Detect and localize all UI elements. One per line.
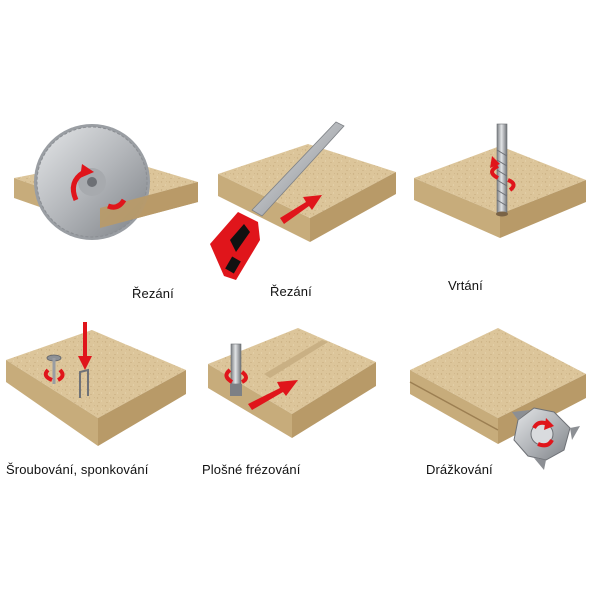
panel-drilling: Vrtání — [400, 100, 600, 300]
rotation-arrow-icon — [532, 418, 554, 448]
direction-arrow-icon — [248, 380, 298, 410]
caption-screwing-stapling: Šroubování, sponkování — [6, 462, 149, 477]
panel-saw-cutting: Řezání — [0, 100, 200, 301]
caption-surface-milling: Plošné frézování — [202, 462, 301, 477]
panel-screwing-stapling: Šroubování, sponkování — [0, 300, 200, 500]
rotation-arrow-icon — [224, 368, 248, 384]
panel-handsaw-cutting: Řezání — [200, 100, 400, 300]
circular-saw-blade-icon — [34, 124, 150, 240]
hand-saw-icon — [210, 121, 345, 280]
screw-icon — [46, 354, 62, 384]
caption-handsaw-cutting: Řezání — [270, 284, 312, 299]
caption-grooving: Drážkování — [426, 462, 493, 477]
caption-drilling: Vrtání — [448, 278, 483, 293]
rotation-arrow-icon — [70, 164, 127, 210]
board — [6, 330, 186, 446]
groove-cutter-icon — [512, 407, 580, 470]
screwing-stapling-illustration — [6, 322, 186, 446]
drill-bit-icon — [496, 123, 508, 217]
grooving-illustration — [409, 328, 586, 470]
rotation-arrow-icon — [43, 368, 65, 382]
panel-grooving: Drážkování — [400, 300, 600, 500]
direction-arrow-icon — [280, 195, 322, 224]
panel-surface-milling: Plošné frézování — [200, 300, 400, 500]
router-bit-icon — [230, 343, 242, 396]
saw-cutting-illustration — [14, 124, 198, 240]
staple-icon — [79, 368, 89, 398]
handsaw-cutting-illustration — [210, 121, 396, 280]
board — [414, 146, 586, 238]
caption-saw-cutting: Řezání — [132, 286, 174, 301]
drilling-illustration — [414, 123, 586, 238]
rotation-arrow-icon — [490, 156, 516, 192]
board — [208, 328, 376, 438]
surface-milling-illustration — [208, 328, 376, 438]
direction-arrow-icon — [78, 322, 92, 370]
